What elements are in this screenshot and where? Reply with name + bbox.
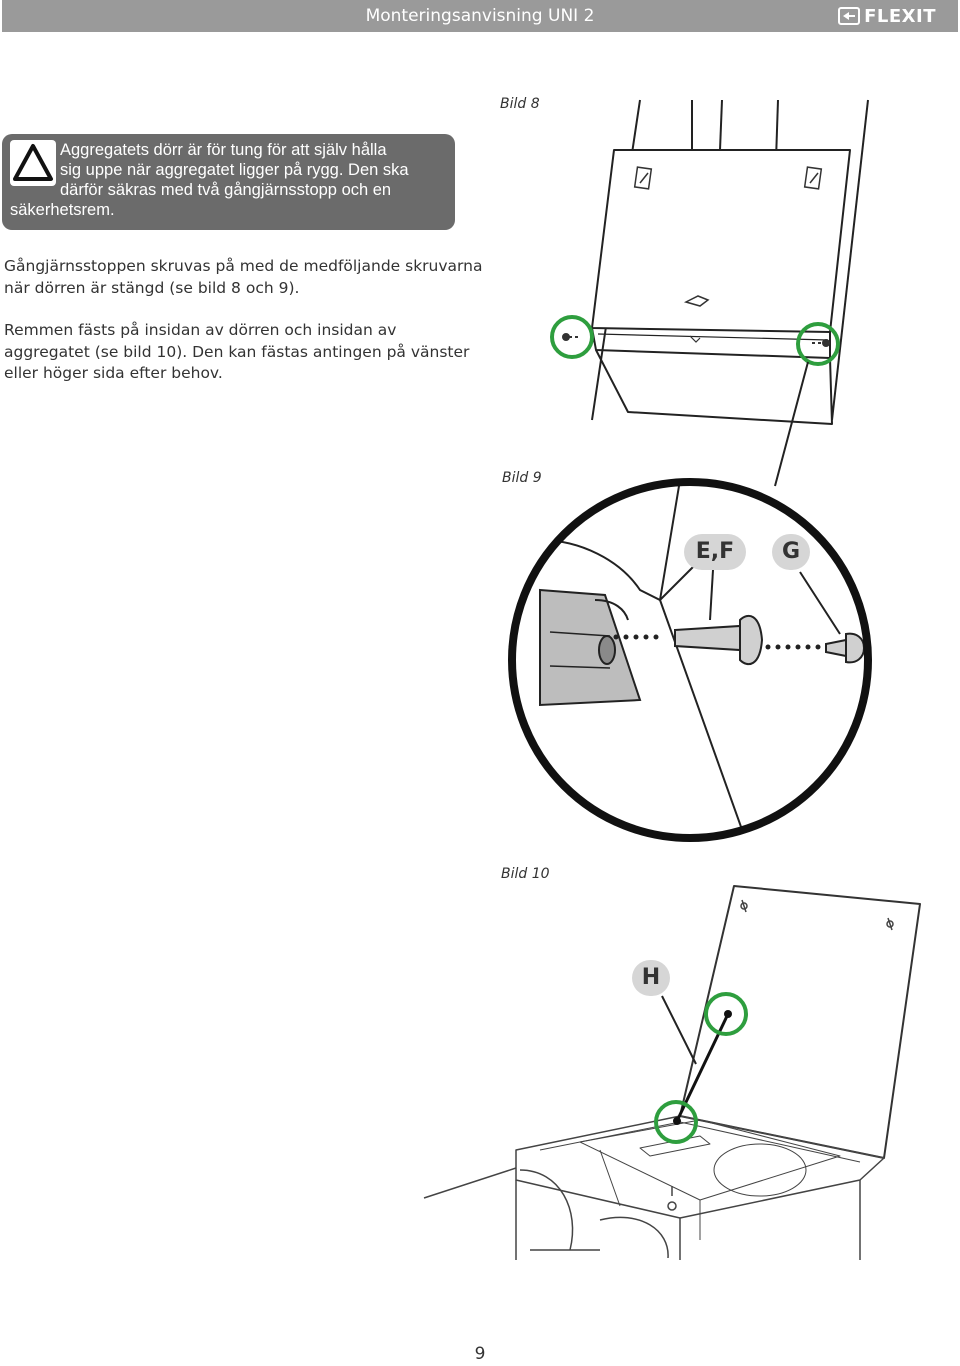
- page-number: 9: [474, 1344, 486, 1364]
- warning-text: Aggregatets dörr är för tung för att sjä…: [10, 140, 450, 220]
- warning-line-1: Aggregatets dörr är för tung för att sjä…: [60, 141, 387, 159]
- brand-name: FLEXIT: [864, 5, 936, 27]
- label-h: H: [632, 960, 670, 996]
- label-ef: E,F: [684, 534, 746, 570]
- highlight-strap-top: [704, 992, 748, 1036]
- warning-line-3: därför säkras med två gångjärnsstopp och…: [60, 181, 392, 199]
- warning-line-4: säkerhetsrem.: [10, 201, 115, 219]
- label-g: G: [772, 534, 810, 570]
- highlight-left-hinge: [550, 315, 594, 359]
- figure-caption-bild9: Bild 9: [502, 470, 542, 486]
- warning-box: Aggregatets dörr är för tung för att sjä…: [2, 134, 455, 230]
- warning-triangle-icon: [10, 140, 56, 186]
- highlight-right-hinge: [796, 322, 840, 366]
- warning-line-2: sig uppe när aggregatet ligger på rygg. …: [60, 161, 409, 179]
- flexit-logo-icon: [838, 7, 861, 25]
- brand-logo: FLEXIT: [838, 5, 936, 27]
- paragraph-safety-strap: Remmen fästs på insidan av dörren och in…: [4, 321, 470, 382]
- highlight-strap-bottom: [654, 1100, 698, 1144]
- detail-circle: [508, 478, 872, 842]
- figure-caption-bild8: Bild 8: [500, 96, 540, 112]
- document-title: Monteringsanvisning UNI 2: [365, 6, 595, 26]
- page-header: Monteringsanvisning UNI 2 FLEXIT: [2, 0, 958, 32]
- figure-caption-bild10: Bild 10: [501, 866, 550, 882]
- paragraph-hinge-stops: Gångjärnsstoppen skruvas på med de medfö…: [4, 257, 483, 297]
